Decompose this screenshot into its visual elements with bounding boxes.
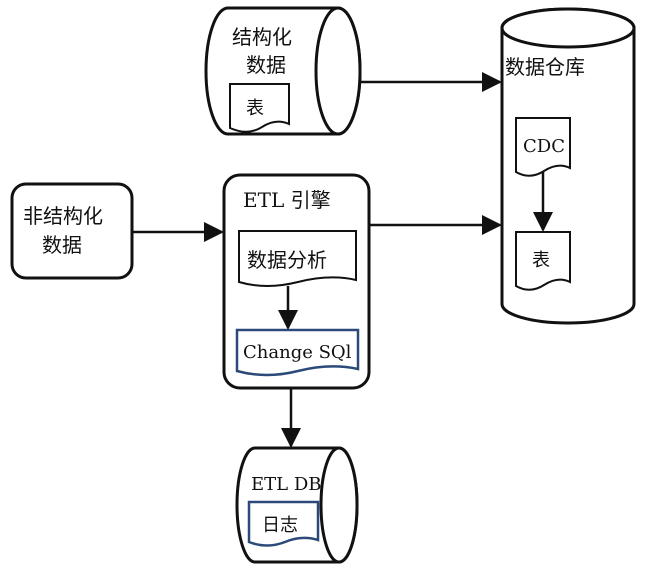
etl-engine-box: ETL 引擎 数据分析 Change SQl <box>222 173 371 390</box>
structured-data-label-line2: 数据 <box>246 53 286 77</box>
data-analysis-doc <box>238 230 357 287</box>
structured-table-label: 表 <box>246 98 264 119</box>
structured-data-cylinder: 结构化 数据 表 <box>204 6 362 136</box>
log-doc <box>247 500 320 547</box>
data-analysis-label: 数据分析 <box>247 248 327 272</box>
change-sql-doc <box>235 328 360 377</box>
etl-db-title: ETL DB <box>251 474 321 495</box>
structured-table-doc <box>229 83 290 133</box>
structured-data-label-line1: 结构化 <box>232 25 292 49</box>
cdc-doc <box>515 117 571 177</box>
unstructured-data-label-line1: 非结构化 <box>23 204 103 228</box>
data-warehouse-cylinder: 数据仓库 CDC 表 <box>500 7 636 325</box>
log-label: 日志 <box>262 515 298 536</box>
cdc-label: CDC <box>523 136 565 157</box>
unstructured-data-label-line2: 数据 <box>42 233 82 257</box>
warehouse-table-doc <box>515 231 571 291</box>
warehouse-title: 数据仓库 <box>505 55 585 79</box>
etl-db-cylinder: ETL DB 日志 <box>235 446 359 564</box>
etl-engine-title: ETL 引擎 <box>243 188 331 212</box>
change-sql-label: Change SQl <box>243 342 352 363</box>
unstructured-data-box: 非结构化 数据 <box>10 182 134 280</box>
warehouse-table-label: 表 <box>532 250 550 271</box>
